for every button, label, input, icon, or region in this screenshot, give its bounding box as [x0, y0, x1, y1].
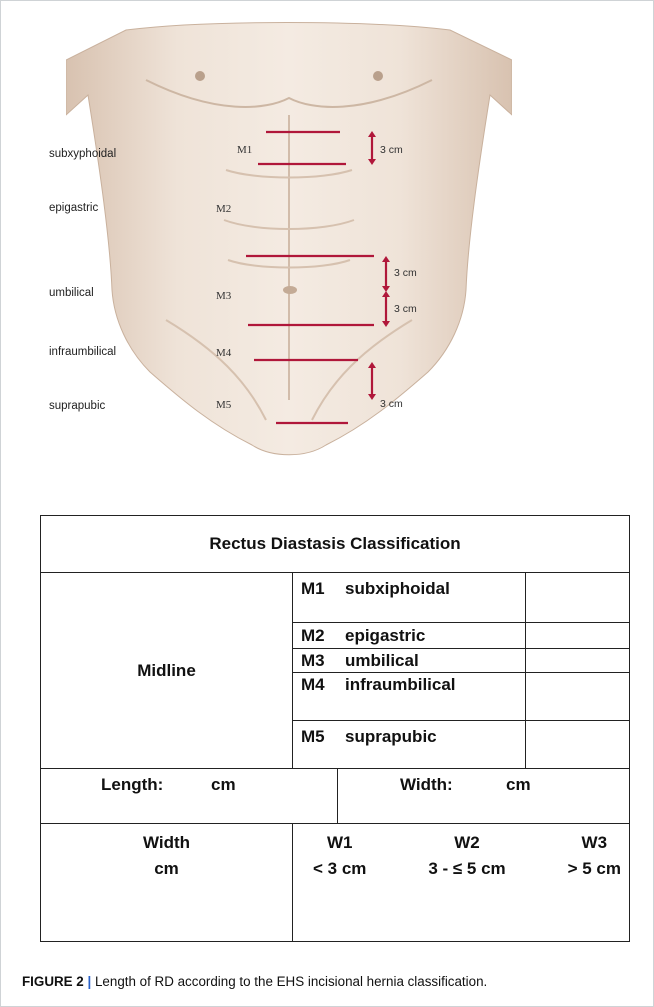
width-class-code: W2 [428, 830, 505, 856]
region-label-subxyphoidal: subxyphoidal [49, 148, 116, 160]
segment-name: suprapubic [345, 727, 437, 746]
segment-m5-value-cell [526, 721, 630, 769]
segment-code: M2 [293, 626, 345, 646]
caption-text: Length of RD according to the EHS incisi… [95, 974, 487, 989]
width-class-range: > 5 cm [568, 856, 621, 882]
width-class-range: < 3 cm [313, 856, 366, 882]
region-label-umbilical: umbilical [49, 287, 94, 299]
dimension-label-m5: 3 cm [380, 398, 403, 410]
length-cell: Length:cm [41, 769, 338, 824]
segment-code: M1 [293, 579, 345, 599]
m1-label: M1 [237, 144, 252, 156]
m5-label: M5 [216, 399, 231, 411]
segment-name: subxiphoidal [345, 579, 450, 598]
segment-name: umbilical [345, 651, 419, 670]
caption-separator: | [88, 974, 92, 989]
width-unit: cm [506, 775, 531, 794]
length-unit: cm [211, 775, 236, 794]
segment-m4-value-cell [526, 673, 630, 721]
width-label: Width: [338, 775, 506, 795]
marker-lines [66, 20, 512, 462]
dimension-label-m3-upper: 3 cm [394, 267, 417, 279]
table-title: Rectus Diastasis Classification [41, 516, 630, 573]
segment-name: epigastric [345, 626, 425, 645]
width-section-label: Width cm [41, 824, 293, 942]
region-label-suprapubic: suprapubic [49, 400, 105, 412]
segment-name: infraumbilical [345, 675, 456, 694]
width-section-unit: cm [41, 856, 292, 882]
dimension-label-m3-lower: 3 cm [394, 303, 417, 315]
width-class-code: W1 [313, 830, 366, 856]
width-class-code: W3 [568, 830, 621, 856]
m4-label: M4 [216, 347, 231, 359]
segment-m2-value-cell [526, 623, 630, 649]
region-label-epigastric: epigastric [49, 202, 98, 214]
dimension-label-m1: 3 cm [380, 144, 403, 156]
width-class-w3: W3 > 5 cm [568, 830, 621, 882]
width-class-w1: W1 < 3 cm [313, 830, 366, 882]
length-label: Length: [41, 775, 211, 795]
midline-label: Midline [41, 573, 293, 769]
segment-m1-value-cell [526, 573, 630, 623]
width-class-range: 3 - ≤ 5 cm [428, 856, 505, 882]
m2-label: M2 [216, 203, 231, 215]
figure-caption: FIGURE 2 | Length of RD according to the… [22, 974, 487, 989]
abdomen-illustration: subxyphoidal epigastric umbilical infrau… [66, 20, 512, 462]
segment-code: M3 [293, 651, 345, 671]
segment-m3-value-cell [526, 649, 630, 673]
width-class-w2: W2 3 - ≤ 5 cm [428, 830, 505, 882]
region-label-infraumbilical: infraumbilical [49, 346, 116, 358]
width-classes: W1 < 3 cm W2 3 - ≤ 5 cm W3 > 5 cm [293, 824, 630, 942]
width-cell: Width:cm [338, 769, 630, 824]
classification-table: Rectus Diastasis Classification Midline … [40, 515, 630, 942]
caption-label: FIGURE 2 [22, 974, 84, 989]
width-section-title: Width [41, 830, 292, 856]
segment-code: M4 [293, 675, 345, 695]
segment-code: M5 [293, 727, 345, 747]
m3-label: M3 [216, 290, 231, 302]
